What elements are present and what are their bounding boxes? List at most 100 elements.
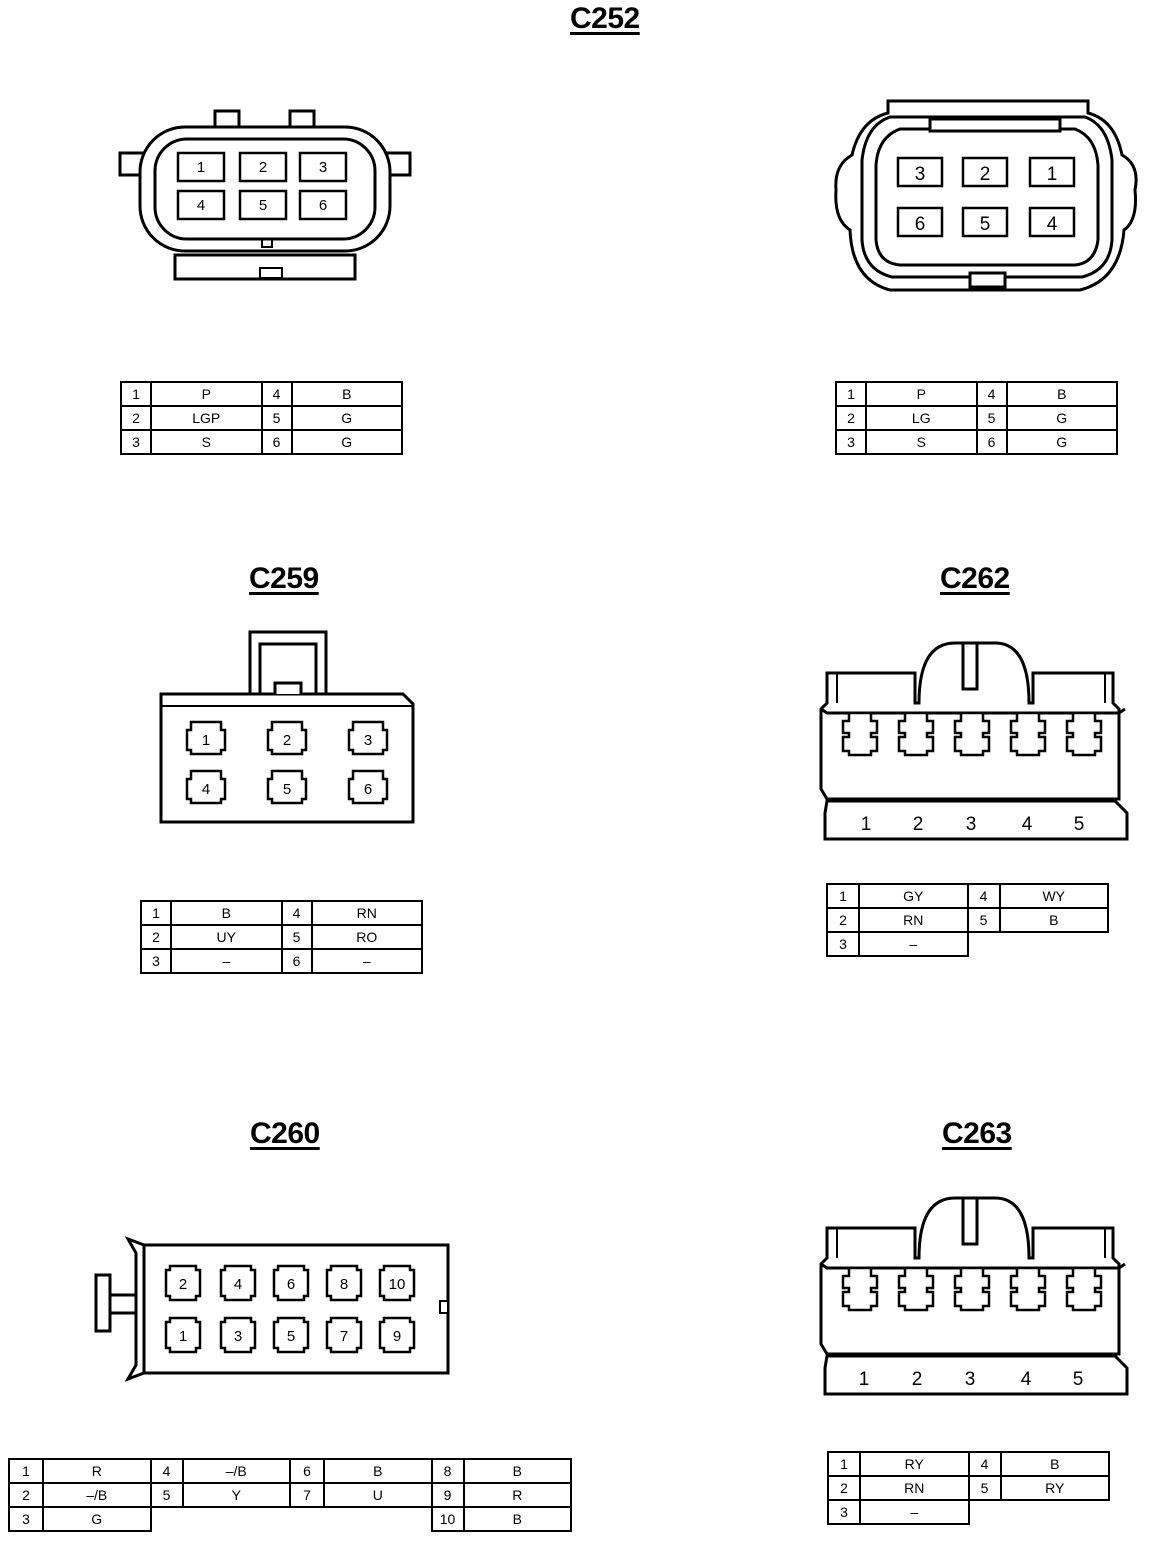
c263-connector-diagram: 1 2 3 4 5 <box>819 1196 1129 1396</box>
table-row: 3 – 6 – <box>140 948 423 974</box>
pin-label: 6 <box>319 197 327 214</box>
pin-label: 2 <box>913 814 924 835</box>
pin-cell <box>1009 1266 1047 1312</box>
pin-number: 1 <box>8 1458 44 1484</box>
wire-color: RY <box>859 1451 970 1477</box>
c259-connector-diagram: 1 2 3 4 5 6 <box>159 630 415 824</box>
pin-number: 8 <box>430 1458 465 1484</box>
pin-number: 1 <box>140 900 172 926</box>
pin-cell <box>1065 1266 1103 1312</box>
pin-cell <box>961 156 1009 188</box>
pin-number: 2 <box>140 924 172 950</box>
wire-color: R <box>462 1482 572 1508</box>
pin-label: 5 <box>259 197 267 214</box>
pin-label: 5 <box>1073 1369 1084 1390</box>
pin-label: 4 <box>1047 214 1058 235</box>
pin-cell <box>347 720 389 756</box>
pin-label: 5 <box>287 1328 295 1345</box>
pin-cell <box>841 711 879 757</box>
pin-number: 2 <box>8 1482 44 1508</box>
pin-cell <box>266 720 308 756</box>
table-row: 2 LG 5 G <box>835 405 1118 431</box>
table-row: 2 UY 5 RO <box>140 924 423 950</box>
pin-label: 1 <box>202 732 210 749</box>
pin-label: 2 <box>283 732 291 749</box>
pin-number: 7 <box>289 1482 325 1508</box>
wire-color: RO <box>310 924 423 950</box>
pin-cell <box>841 1266 879 1312</box>
wire-color: – <box>858 931 969 957</box>
pin-cell <box>298 189 348 221</box>
pin-label: 3 <box>319 159 327 176</box>
pin-label: 2 <box>980 164 991 185</box>
wire-color: LGP <box>150 405 263 431</box>
pin-label: 4 <box>202 781 210 798</box>
pin-cell <box>219 1264 257 1302</box>
pin-cell <box>896 206 944 238</box>
pin-label: 2 <box>179 1276 187 1293</box>
table-row: 1 P 4 B <box>835 381 1118 407</box>
wire-color: B <box>999 1451 1110 1477</box>
c252-male-connector-diagram: 1 2 3 4 5 6 <box>118 109 412 281</box>
pin-label: 1 <box>197 159 205 176</box>
wire-color: RN <box>310 900 423 926</box>
pin-label: 5 <box>283 781 291 798</box>
pin-label: 5 <box>980 214 991 235</box>
wire-color: – <box>859 1499 970 1525</box>
pin-number: 6 <box>260 429 293 455</box>
pin-cell <box>219 1316 257 1354</box>
title-c263: C263 <box>942 1117 1012 1150</box>
pin-cell <box>176 151 226 183</box>
pin-number: 5 <box>975 405 1008 431</box>
pin-cell <box>378 1316 416 1354</box>
pin-cell <box>896 156 944 188</box>
pin-cell <box>897 711 935 757</box>
pin-number: 2 <box>826 907 860 933</box>
pin-cell <box>185 769 227 805</box>
pin-label: 1 <box>861 814 872 835</box>
pin-number: 4 <box>966 883 1001 909</box>
pin-label: 4 <box>1022 814 1033 835</box>
pin-label: 6 <box>364 781 372 798</box>
pin-cell <box>1028 156 1076 188</box>
pin-label: 5 <box>1074 814 1085 835</box>
pin-number: 5 <box>149 1482 184 1508</box>
wire-color: S <box>150 429 263 455</box>
wire-color: G <box>1005 429 1118 455</box>
pin-number: 3 <box>120 429 152 455</box>
c262-pin-table: 1 GY 4 WY 2 RN 5 B 3 – <box>826 883 1109 957</box>
pin-number: 2 <box>827 1475 861 1501</box>
table-row: 3 – <box>827 1499 1109 1525</box>
wire-color: –/B <box>181 1458 291 1484</box>
c252-female-connector-diagram: 3 2 1 6 5 4 <box>834 99 1138 292</box>
pin-number: 1 <box>827 1451 861 1477</box>
pin-number: 4 <box>975 381 1008 407</box>
c252-right-pin-table: 1 P 4 B 2 LG 5 G 3 S 6 G <box>835 381 1118 455</box>
table-row: 2 RN 5 B <box>826 907 1109 933</box>
wire-color: Y <box>181 1482 291 1508</box>
table-row: 3 – <box>826 931 1108 957</box>
pin-label: 3 <box>364 732 372 749</box>
pin-cell <box>325 1264 363 1302</box>
pin-number: 3 <box>827 1499 861 1525</box>
pin-label: 9 <box>393 1328 401 1345</box>
pin-cell <box>272 1264 310 1302</box>
wire-color: P <box>150 381 263 407</box>
pin-number: 5 <box>260 405 293 431</box>
pin-label: 1 <box>859 1369 870 1390</box>
wire-color: S <box>865 429 978 455</box>
pin-number: 5 <box>966 907 1001 933</box>
table-row: 2 LGP 5 G <box>120 405 403 431</box>
wire-color: B <box>998 907 1109 933</box>
wire-color: U <box>323 1482 433 1508</box>
pin-number: 3 <box>835 429 867 455</box>
c260-pin-table: 1 R 4 –/B 6 B 8 B 2 –/B 5 Y 7 U 9 R 3 G … <box>8 1458 572 1532</box>
title-c252: C252 <box>570 2 640 35</box>
pin-number: 5 <box>967 1475 1002 1501</box>
c260-connector-diagram: 2 4 6 8 10 1 3 5 7 9 <box>94 1236 450 1382</box>
wire-color: UY <box>170 924 283 950</box>
wire-color: G <box>290 429 403 455</box>
pin-label: 2 <box>259 159 267 176</box>
pin-cell <box>1065 711 1103 757</box>
title-c259: C259 <box>249 562 319 595</box>
